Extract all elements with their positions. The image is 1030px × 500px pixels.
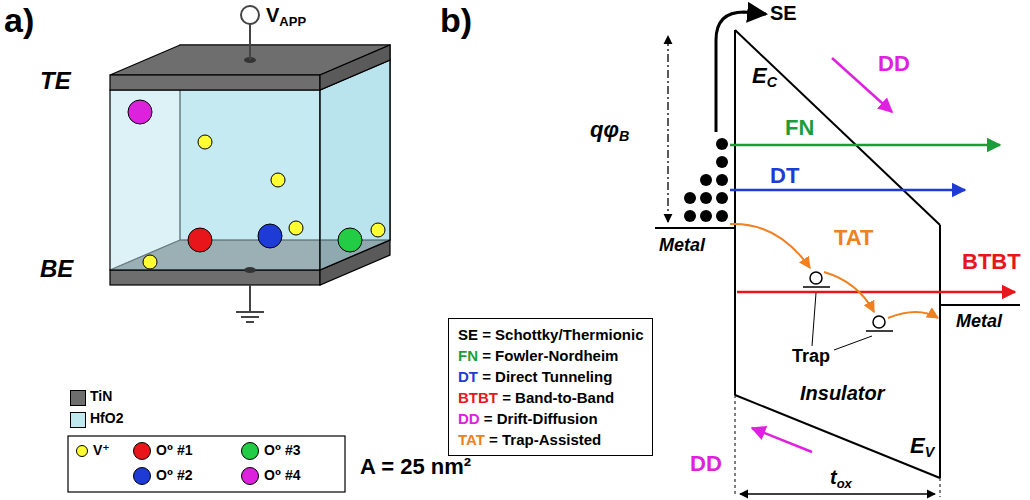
label: DD — [690, 452, 722, 476]
label: a) — [4, 2, 34, 39]
legend-swatch — [241, 467, 259, 485]
legend-text: HfO2 — [90, 411, 123, 426]
label: A = 25 nm² — [360, 455, 471, 479]
legend-line: SE = Schottky/Thermionic — [458, 324, 643, 345]
legend-line: TAT = Trap-Assisted — [458, 429, 643, 450]
label: BTBT — [962, 250, 1021, 274]
label: TAT — [834, 226, 874, 250]
legend-swatch — [70, 412, 86, 428]
label: Metal — [659, 236, 705, 256]
label: DT — [770, 164, 799, 188]
label: VAPP — [266, 4, 306, 29]
legend-swatch — [76, 445, 88, 457]
label: EV — [910, 434, 934, 461]
legend-box: SE = Schottky/ThermionicFN = Fowler-Nord… — [448, 318, 653, 456]
legend-text: V⁺ — [93, 443, 110, 458]
legend-text: O⁰ #2 — [156, 468, 192, 483]
legend-text: O⁰ #3 — [264, 443, 300, 458]
label: TE — [40, 68, 71, 94]
legend-swatch — [70, 390, 86, 406]
label: qφB — [590, 118, 629, 145]
label: SE — [770, 2, 797, 24]
legend-text: O⁰ #4 — [264, 468, 300, 483]
legend-swatch — [133, 467, 151, 485]
legend-swatch — [133, 442, 151, 460]
legend-line: BTBT = Band-to-Band — [458, 387, 643, 408]
label: BE — [40, 256, 73, 282]
legend-line: DT = Direct Tunneling — [458, 366, 643, 387]
legend-line: DD = Drift-Diffusion — [458, 408, 643, 429]
legend-line: FN = Fowler-Nordheim — [458, 345, 643, 366]
label: Insulator — [800, 382, 884, 404]
label: DD — [878, 52, 910, 76]
label: EC — [752, 64, 777, 91]
label: Trap — [792, 347, 830, 367]
legend-text: TiN — [90, 389, 112, 404]
label: b) — [440, 2, 472, 39]
label: FN — [785, 116, 814, 140]
legend-swatch — [241, 442, 259, 460]
label: Metal — [956, 312, 1002, 332]
legend-text: O⁰ #1 — [156, 443, 192, 458]
label: tox — [830, 466, 852, 491]
